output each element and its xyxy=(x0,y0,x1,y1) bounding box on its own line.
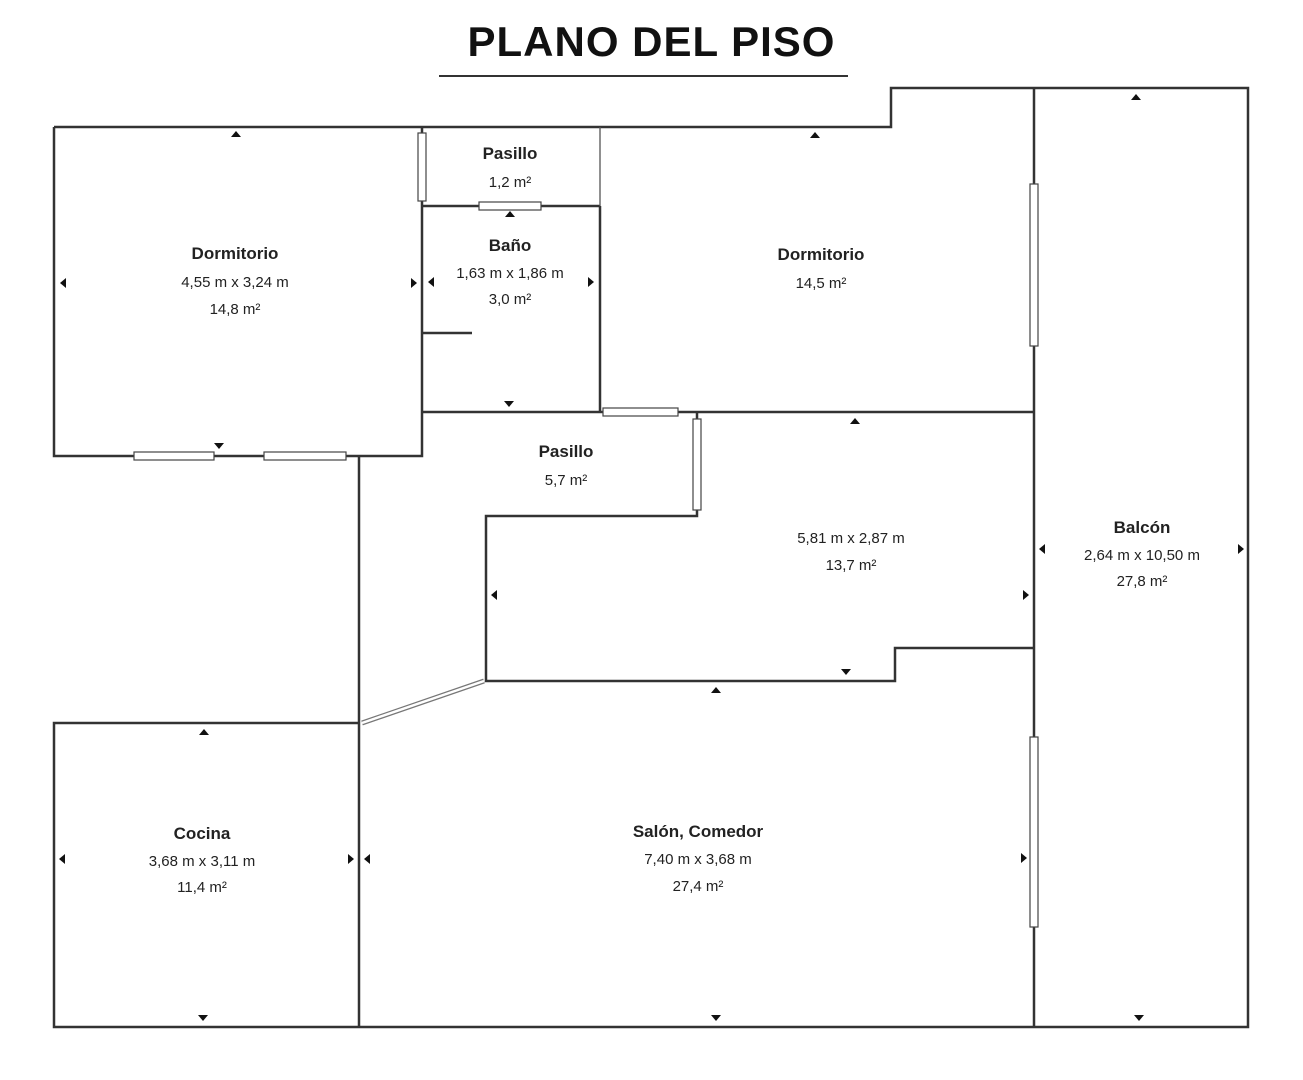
window-salon xyxy=(1029,736,1039,928)
arrow-down xyxy=(504,401,514,407)
room-name: Balcón xyxy=(1114,518,1171,537)
room-area: 13,7 m² xyxy=(826,557,877,574)
room-area: 5,7 m² xyxy=(545,472,588,489)
arrow-down xyxy=(711,1015,721,1021)
windows xyxy=(133,132,1039,928)
room-name: Cocina xyxy=(174,824,231,843)
page-title: PLANO DEL PISO xyxy=(467,18,836,65)
arrow-left xyxy=(491,590,497,600)
room-area: 3,0 m² xyxy=(489,291,532,308)
arrow-up xyxy=(199,729,209,735)
wall-room-center xyxy=(484,412,1034,683)
room-area: 14,8 m² xyxy=(210,301,261,318)
arrow-right xyxy=(411,278,417,288)
door-room-center xyxy=(692,418,702,511)
door-dormitorio-right xyxy=(602,407,679,417)
room-area: 27,8 m² xyxy=(1117,573,1168,590)
arrow-up xyxy=(1131,94,1141,100)
room-name: Dormitorio xyxy=(192,244,279,263)
door-bano xyxy=(478,201,542,211)
room-name: Dormitorio xyxy=(778,245,865,264)
arrow-right xyxy=(588,277,594,287)
window-dormitorio-left-2 xyxy=(263,451,347,461)
arrow-up xyxy=(505,211,515,217)
window-dormitorio-right xyxy=(1029,183,1039,347)
arrow-right xyxy=(348,854,354,864)
arrow-up xyxy=(810,132,820,138)
arrow-down xyxy=(841,669,851,675)
room-dims: 4,55 m x 3,24 m xyxy=(181,274,289,291)
window-dormitorio-left-1 xyxy=(133,451,215,461)
walls xyxy=(52,86,1250,1029)
room-dims: 1,63 m x 1,86 m xyxy=(456,265,564,282)
room-area: 11,4 m² xyxy=(177,879,227,896)
room-labels: Dormitorio 4,55 m x 3,24 m 14,8 m² Pasil… xyxy=(149,144,1200,896)
room-name: Salón, Comedor xyxy=(633,822,764,841)
title-underline xyxy=(439,75,848,77)
window-pasillo-left xyxy=(417,132,427,202)
arrow-right xyxy=(1021,853,1027,863)
arrow-down xyxy=(214,443,224,449)
room-name: Pasillo xyxy=(539,442,594,461)
room-dims: 2,64 m x 10,50 m xyxy=(1084,547,1200,564)
measurement-arrows xyxy=(59,94,1244,1021)
arrow-left xyxy=(428,277,434,287)
arrow-up xyxy=(711,687,721,693)
wall-dormitorio-left xyxy=(52,127,424,458)
arrow-down xyxy=(198,1015,208,1021)
room-dims: 5,81 m x 2,87 m xyxy=(797,530,905,547)
arrow-right xyxy=(1023,590,1029,600)
arrow-left xyxy=(1039,544,1045,554)
arrow-left xyxy=(60,278,66,288)
arrow-down xyxy=(1134,1015,1144,1021)
arrow-up xyxy=(231,131,241,137)
room-dims: 3,68 m x 3,11 m xyxy=(149,853,255,870)
arrow-left xyxy=(364,854,370,864)
arrow-left xyxy=(59,854,65,864)
arrow-up xyxy=(850,418,860,424)
room-dims: 7,40 m x 3,68 m xyxy=(644,851,752,868)
room-name: Baño xyxy=(489,236,532,255)
room-area: 14,5 m² xyxy=(796,275,847,292)
room-name: Pasillo xyxy=(483,144,538,163)
room-area: 1,2 m² xyxy=(489,174,532,191)
outer-wall xyxy=(52,86,1250,1029)
arrow-right xyxy=(1238,544,1244,554)
room-area: 27,4 m² xyxy=(673,878,724,895)
